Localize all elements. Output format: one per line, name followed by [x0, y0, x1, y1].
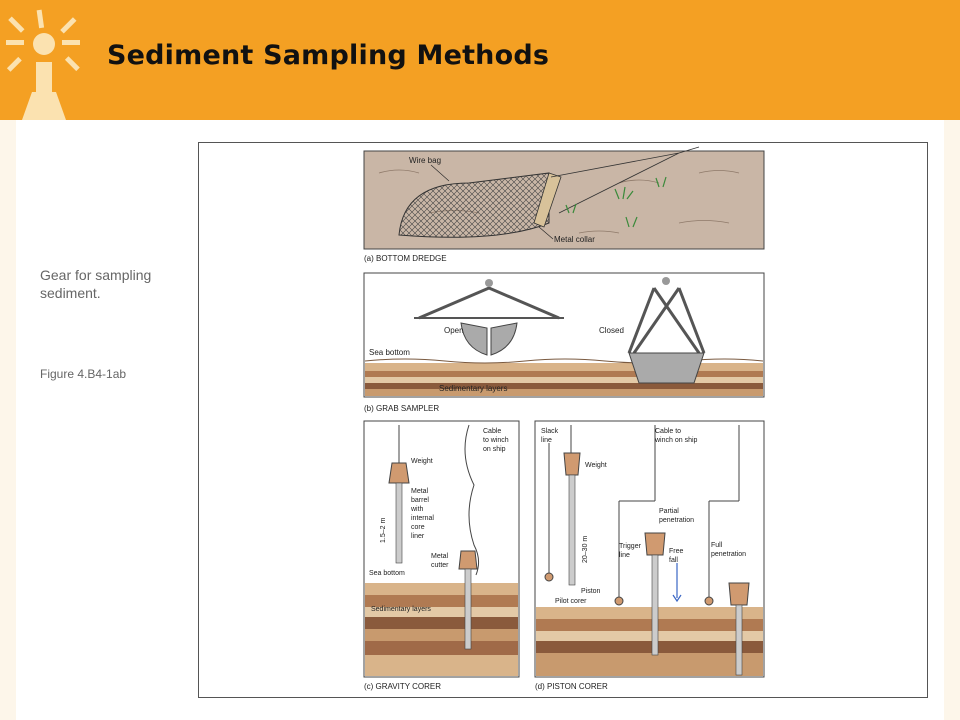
- panel-piston-corer: Slack line Cable to winch on ship Weight…: [534, 420, 765, 691]
- caption-gravity-corer: (c) GRAVITY CORER: [364, 682, 441, 691]
- panel-bottom-dredge: Wire bag Metal collar (a) BOTTOM DREDGE: [363, 146, 765, 263]
- lighthouse-logo-icon: [6, 9, 80, 120]
- label-barrel-3: with: [410, 506, 424, 513]
- label-barrel-2: barrel: [411, 497, 429, 504]
- label-full-1: Full: [711, 542, 723, 549]
- caption-piston-corer: (d) PISTON CORER: [535, 682, 608, 691]
- caption-grab-sampler: (b) GRAB SAMPLER: [364, 404, 439, 413]
- label-cutter-1: Metal: [431, 553, 449, 560]
- header-bar: Sediment Sampling Methods: [0, 0, 960, 120]
- label-weight: Weight: [411, 458, 433, 465]
- label-length: 1.5–2 m: [380, 518, 387, 543]
- label-layers-c: Sedimentary layers: [371, 606, 431, 613]
- label-barrel-6: liner: [411, 533, 425, 540]
- sediment-gear-figure: Wire bag Metal collar (a) BOTTOM DREDGE …: [363, 146, 765, 691]
- seagrass-icon: [565, 176, 667, 228]
- label-cable-d-2: winch on ship: [654, 437, 698, 444]
- label-closed: Closed: [599, 326, 624, 335]
- label-sea-bottom-c: Sea bottom: [369, 570, 405, 577]
- label-trigger-2: line: [619, 552, 630, 559]
- figure-frame: Wire bag Metal collar (a) BOTTOM DREDGE …: [198, 142, 928, 698]
- label-sedimentary-layers: Sedimentary layers: [439, 384, 507, 393]
- figure-caption: Gear for sampling sediment.: [40, 267, 152, 301]
- label-barrel-1: Metal: [411, 488, 429, 495]
- label-cable-3: on ship: [483, 446, 506, 453]
- label-partial-2: penetration: [659, 517, 694, 524]
- panel-gravity-corer: Cable to winch on ship Weight Metal barr…: [363, 420, 520, 691]
- label-trigger-1: Trigger: [619, 543, 642, 550]
- label-slack-1: Slack: [541, 428, 559, 435]
- label-pilot-corer: Pilot corer: [555, 598, 587, 605]
- label-slack-2: line: [541, 437, 552, 444]
- label-barrel-4: internal: [411, 515, 434, 522]
- label-free-2: fall: [669, 557, 678, 564]
- label-sea-bottom: Sea bottom: [369, 348, 410, 357]
- label-cable-2: to winch: [483, 437, 509, 444]
- label-free-1: Free: [669, 548, 684, 555]
- label-wire-bag: Wire bag: [409, 156, 441, 165]
- label-piston: Piston: [581, 588, 601, 595]
- label-partial-1: Partial: [659, 508, 679, 515]
- caption-bottom-dredge: (a) BOTTOM DREDGE: [364, 254, 447, 263]
- label-weight-d: Weight: [585, 462, 607, 469]
- label-cable: Cable: [483, 428, 501, 435]
- label-cable-d-1: Cable to: [655, 428, 681, 435]
- label-cutter-2: cutter: [431, 562, 449, 569]
- figure-reference: Figure 4.B4-1ab: [40, 367, 127, 381]
- label-metal-collar: Metal collar: [554, 235, 595, 244]
- page-title: Sediment Sampling Methods: [107, 40, 550, 71]
- label-open: Open: [444, 326, 464, 335]
- panel-grab-sampler: Open Closed Sea bottom Sedimentary layer…: [363, 272, 765, 413]
- label-length-d: 20–30 m: [582, 536, 589, 563]
- label-full-2: penetration: [711, 551, 746, 558]
- label-barrel-5: core: [411, 524, 425, 531]
